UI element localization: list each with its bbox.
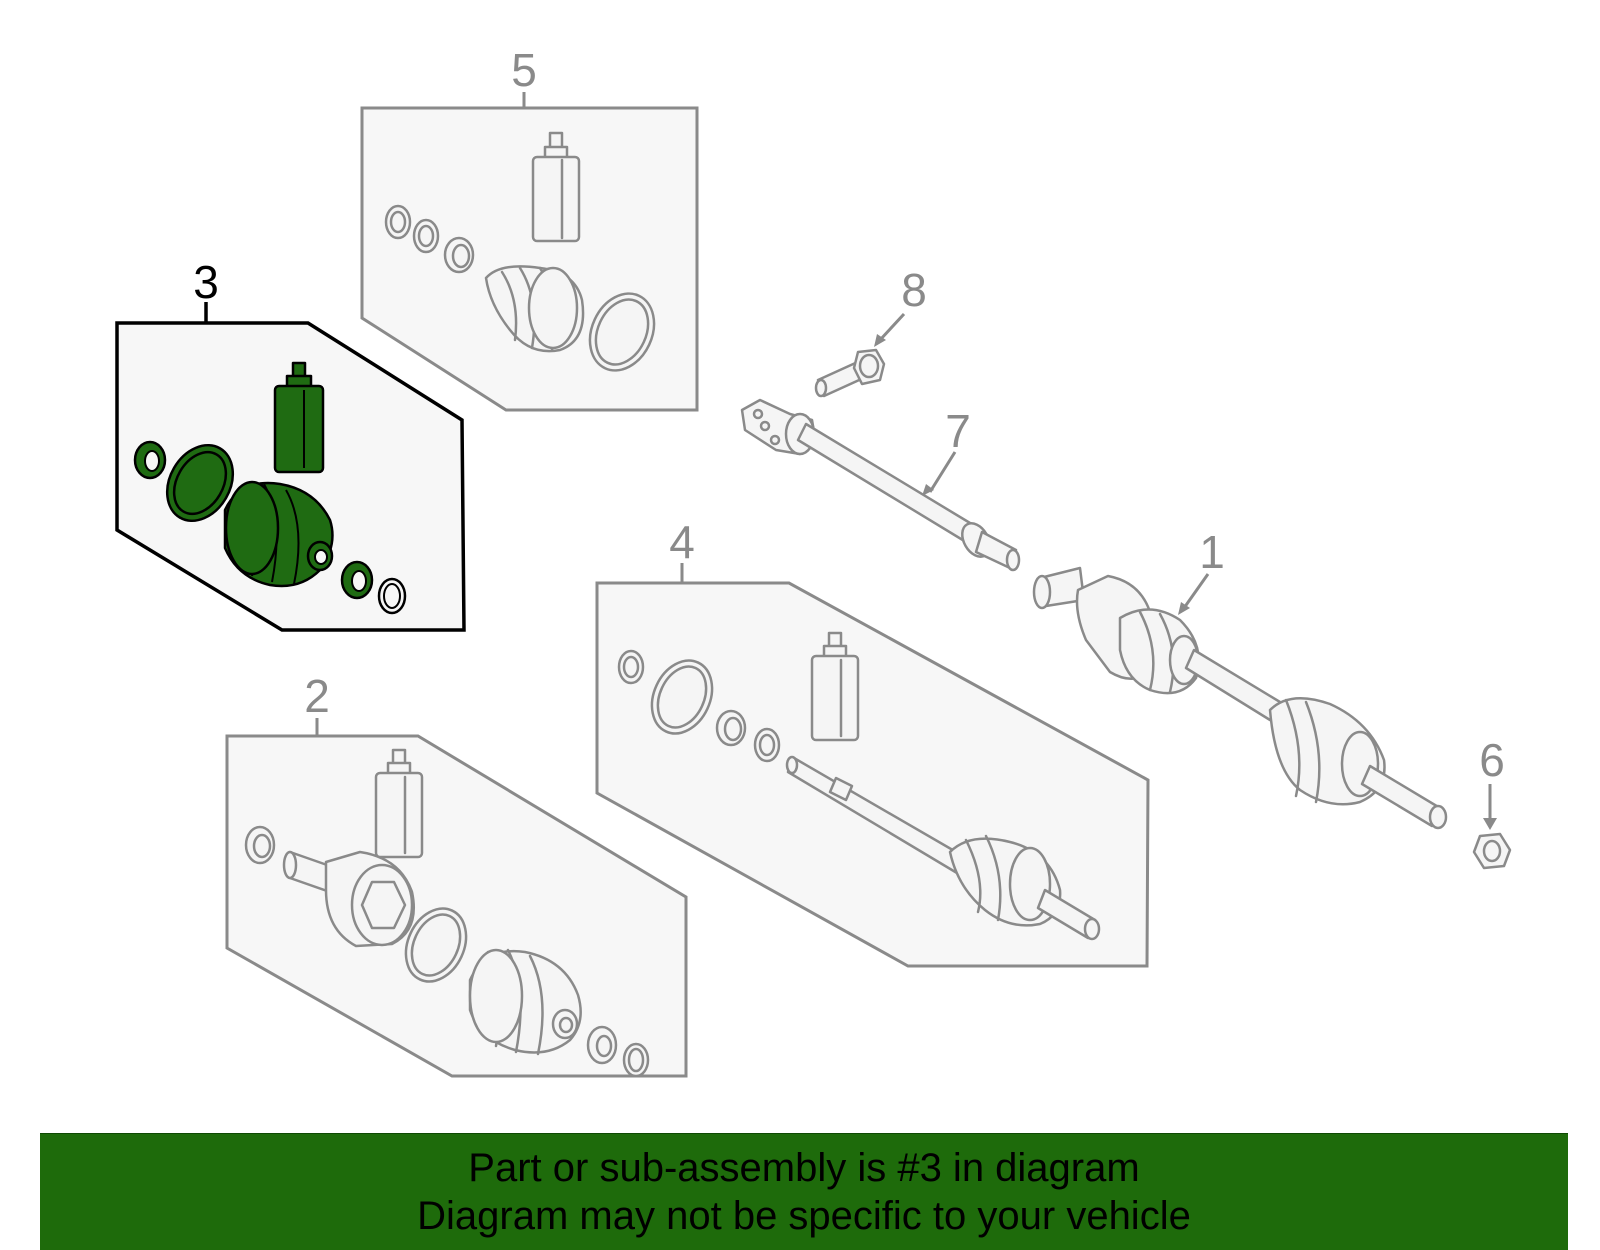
part-1-axle-assembly [1032,566,1448,830]
kit-2-boot [468,948,582,1056]
part-1-group[interactable]: 1 [1032,526,1448,830]
callout-1[interactable]: 1 [1199,526,1225,578]
kit-3-grease-tube [273,361,325,474]
part-8-group[interactable]: 8 [814,264,927,398]
banner-line-2: Diagram may not be specific to your vehi… [417,1194,1191,1238]
part-8-bolt [814,348,886,398]
part-7-leader [928,451,957,493]
info-banner: Part or sub-assembly is #3 in diagram Di… [40,1133,1568,1250]
kit-2-grease-tube [374,748,424,859]
kit-2-joint-housing [282,850,416,948]
callout-8[interactable]: 8 [901,264,927,316]
kit-5-grease-tube [531,131,581,243]
kit-3-snap-ring [377,577,407,615]
part-8-leader [878,312,906,342]
callout-5[interactable]: 5 [511,44,537,96]
banner-line-1: Part or sub-assembly is #3 in diagram [468,1146,1140,1190]
callout-4[interactable]: 4 [669,516,695,568]
kit-2-group[interactable]: 2 [225,670,688,1078]
kit-4-grease-tube [810,631,860,742]
callout-7[interactable]: 7 [945,405,971,457]
kit-3-large-ring [165,444,235,522]
kit-3-clamp-left [133,440,167,480]
callout-2[interactable]: 2 [304,670,330,722]
part-6-group[interactable]: 6 [1472,734,1512,870]
kit-3-box [115,321,466,632]
kit-3-boot [223,480,334,588]
part-1-leader [1182,573,1210,609]
part-7-group[interactable]: 7 [740,398,1021,572]
part-6-nut [1472,832,1512,870]
part-7-intermediate-shaft [740,398,1021,572]
kit-5-box [360,106,699,412]
kit-3-group[interactable]: 3 [115,256,466,632]
kit-5-boot [484,265,585,353]
callout-6[interactable]: 6 [1479,734,1505,786]
kit-3-clamp-right [340,560,374,600]
kit-5-group[interactable]: 5 [360,44,699,412]
callout-3[interactable]: 3 [193,256,219,308]
kit-4-shaft [785,755,1101,941]
kit-4-group[interactable]: 4 [595,516,1150,968]
